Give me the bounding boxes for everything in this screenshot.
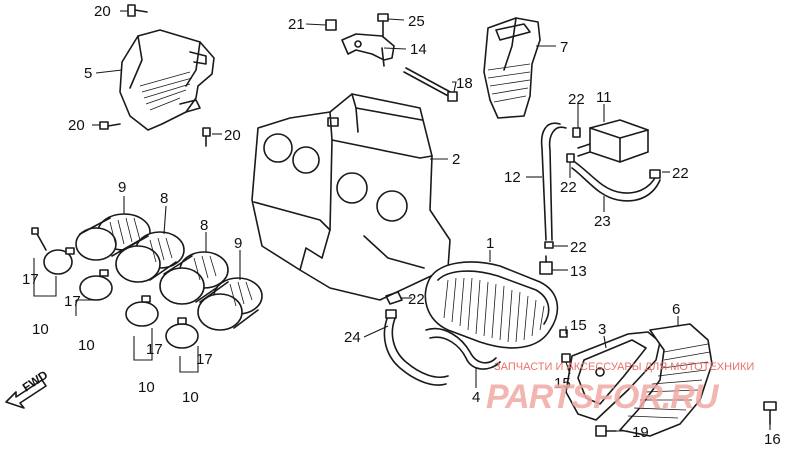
part-8-boot-left — [115, 231, 185, 283]
callout-22-c: 22 — [672, 165, 689, 182]
callout-17-d: 17 — [196, 351, 213, 368]
fwd-arrow — [5, 379, 47, 409]
callout-22-e: 22 — [408, 291, 425, 308]
part-9-boot-left — [75, 213, 151, 261]
bolt-20-top — [127, 4, 148, 17]
watermark-logo: PARTSFOR.RU — [486, 378, 720, 416]
part-3-plate — [565, 331, 661, 421]
callout-12: 12 — [504, 169, 521, 186]
callout-5: 5 — [84, 65, 92, 82]
callout-10-b: 10 — [78, 337, 95, 354]
watermark: ЗАПЧАСТИ И АКСЕССУАРЫ ДЛЯ МОТОТЕХНИКИ PA… — [486, 361, 754, 416]
bolt-20-left — [99, 121, 121, 130]
part-2-case — [251, 93, 451, 301]
callout-8-right: 8 — [200, 217, 208, 234]
callout-17-b: 17 — [64, 293, 81, 310]
callout-20-left: 20 — [68, 117, 85, 134]
callout-15-b: 15 — [554, 375, 571, 392]
callout-14: 14 — [410, 41, 427, 58]
part-7-duct — [483, 17, 541, 119]
callouts: 20 5 20 20 21 25 14 18 7 2 22 11 12 22 2… — [22, 3, 781, 448]
bolt-20-right — [202, 127, 211, 147]
part-5-cover — [119, 29, 215, 131]
callout-13: 13 — [570, 263, 587, 280]
tube-12 — [540, 122, 567, 241]
callout-1: 1 — [486, 235, 494, 252]
clip-22-b — [566, 153, 575, 163]
screw-17 — [31, 227, 47, 251]
watermark-text: ЗАПЧАСТИ И АКСЕССУАРЫ ДЛЯ МОТОТЕХНИКИ — [494, 361, 754, 373]
part-6-cover — [619, 323, 713, 437]
callout-6: 6 — [672, 301, 680, 318]
clamp-17-b — [79, 269, 113, 301]
bolt-18 — [403, 67, 458, 102]
callout-10-c: 10 — [138, 379, 155, 396]
clamp-17-d — [165, 317, 199, 349]
callout-18: 18 — [456, 75, 473, 92]
callout-7: 7 — [560, 39, 568, 56]
callout-21: 21 — [288, 16, 305, 33]
callout-16: 16 — [764, 431, 781, 448]
nut-21 — [325, 19, 337, 31]
clip-22-e — [385, 291, 403, 305]
clip-22-d — [544, 241, 554, 249]
part-11-box — [577, 119, 649, 163]
callout-22-a: 22 — [568, 91, 585, 108]
clamp-17-c — [125, 295, 159, 327]
part-4-strap — [425, 327, 501, 370]
clamp-17-a — [43, 247, 75, 275]
callout-4: 4 — [472, 389, 480, 406]
bolt-15-a — [559, 329, 568, 338]
callout-22-b: 22 — [560, 179, 577, 196]
part-1-filter — [424, 261, 559, 349]
callout-2: 2 — [452, 151, 460, 168]
callout-20-top: 20 — [94, 3, 111, 20]
callout-20-right: 20 — [224, 127, 241, 144]
bolt-13 — [539, 255, 553, 275]
callout-17-a: 17 — [22, 271, 39, 288]
callout-25: 25 — [408, 13, 425, 30]
part-9-boot-right — [197, 277, 263, 331]
callout-22-d: 22 — [570, 239, 587, 256]
part-8-boot-right — [159, 251, 229, 305]
callout-17-c: 17 — [146, 341, 163, 358]
callout-10-a: 10 — [32, 321, 49, 338]
bolt-16 — [763, 401, 777, 425]
hose-23 — [571, 159, 661, 202]
callout-10-d: 10 — [182, 389, 199, 406]
callout-24: 24 — [344, 329, 361, 346]
leader-lines — [33, 10, 771, 432]
callout-9-right: 9 — [234, 235, 242, 252]
callout-23: 23 — [594, 213, 611, 230]
callout-19: 19 — [632, 424, 649, 441]
clip-22-a — [572, 127, 581, 138]
callout-3: 3 — [598, 321, 606, 338]
callout-9-left: 9 — [118, 179, 126, 196]
callout-11: 11 — [596, 89, 612, 106]
callout-15-a: 15 — [570, 317, 587, 334]
part-24-hose — [383, 309, 449, 386]
callout-8-left: 8 — [160, 190, 168, 207]
bolt-25 — [377, 13, 389, 37]
part-14-bracket — [341, 33, 395, 67]
